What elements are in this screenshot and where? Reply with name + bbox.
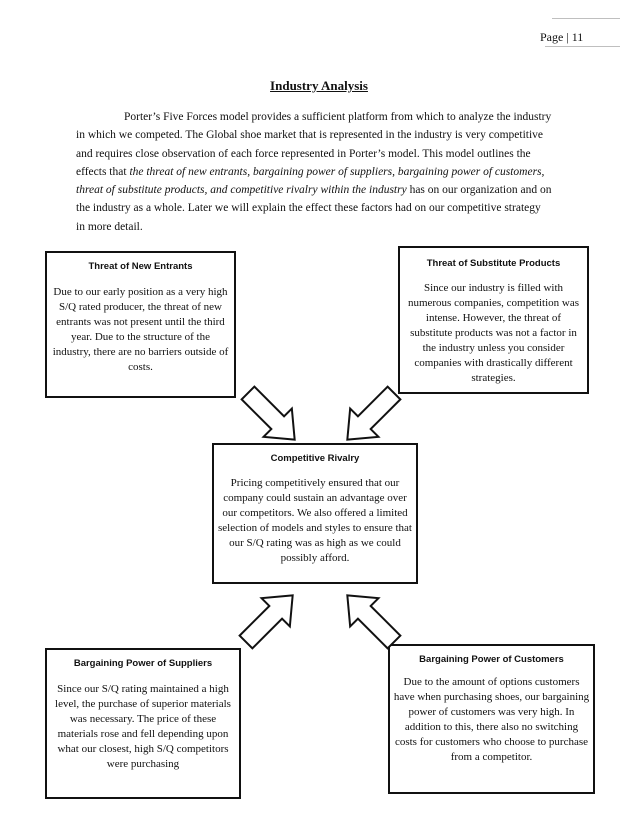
box-body: Due to the amount of options customers h… bbox=[393, 676, 590, 763]
box-body: Since our industry is filled with numero… bbox=[407, 282, 580, 384]
arrow-suppliers-to-rivalry bbox=[230, 580, 308, 658]
page-number: Page | 11 bbox=[540, 30, 584, 44]
box-body: Pricing competitively ensured that our c… bbox=[218, 477, 412, 564]
box-threat-substitutes: Threat of Substitute Products Since our … bbox=[398, 246, 589, 394]
box-heading: Bargaining Power of Customers bbox=[419, 654, 564, 665]
box-heading: Competitive Rivalry bbox=[270, 453, 360, 464]
intro-italic-forces: the threat of new entrants, bargaining p… bbox=[76, 165, 545, 197]
box-bargaining-customers: Bargaining Power of Customers Due to the… bbox=[388, 644, 595, 794]
intro-text-end: has on our organization and on the indus… bbox=[76, 184, 552, 233]
box-heading: Threat of Substitute Products bbox=[426, 258, 561, 269]
intro-text-start: Porter’s Five Forces model provides a su… bbox=[76, 111, 552, 178]
header-rule bbox=[545, 46, 620, 47]
box-body: Due to our early position as a very high… bbox=[52, 286, 229, 373]
box-threat-new-entrants: Threat of New Entrants Due to our early … bbox=[45, 251, 236, 398]
box-heading: Threat of New Entrants bbox=[88, 261, 193, 272]
box-body: Since our S/Q rating maintained a high l… bbox=[55, 683, 231, 770]
header-rule-top bbox=[552, 18, 620, 19]
intro-paragraph: Porter’s Five Forces model provides a su… bbox=[76, 108, 552, 236]
page-title: Industry Analysis bbox=[270, 78, 368, 93]
box-heading: Bargaining Power of Suppliers bbox=[73, 658, 213, 669]
box-competitive-rivalry: Competitive Rivalry Pricing competitivel… bbox=[212, 443, 418, 584]
box-bargaining-suppliers: Bargaining Power of Suppliers Since our … bbox=[45, 648, 241, 799]
